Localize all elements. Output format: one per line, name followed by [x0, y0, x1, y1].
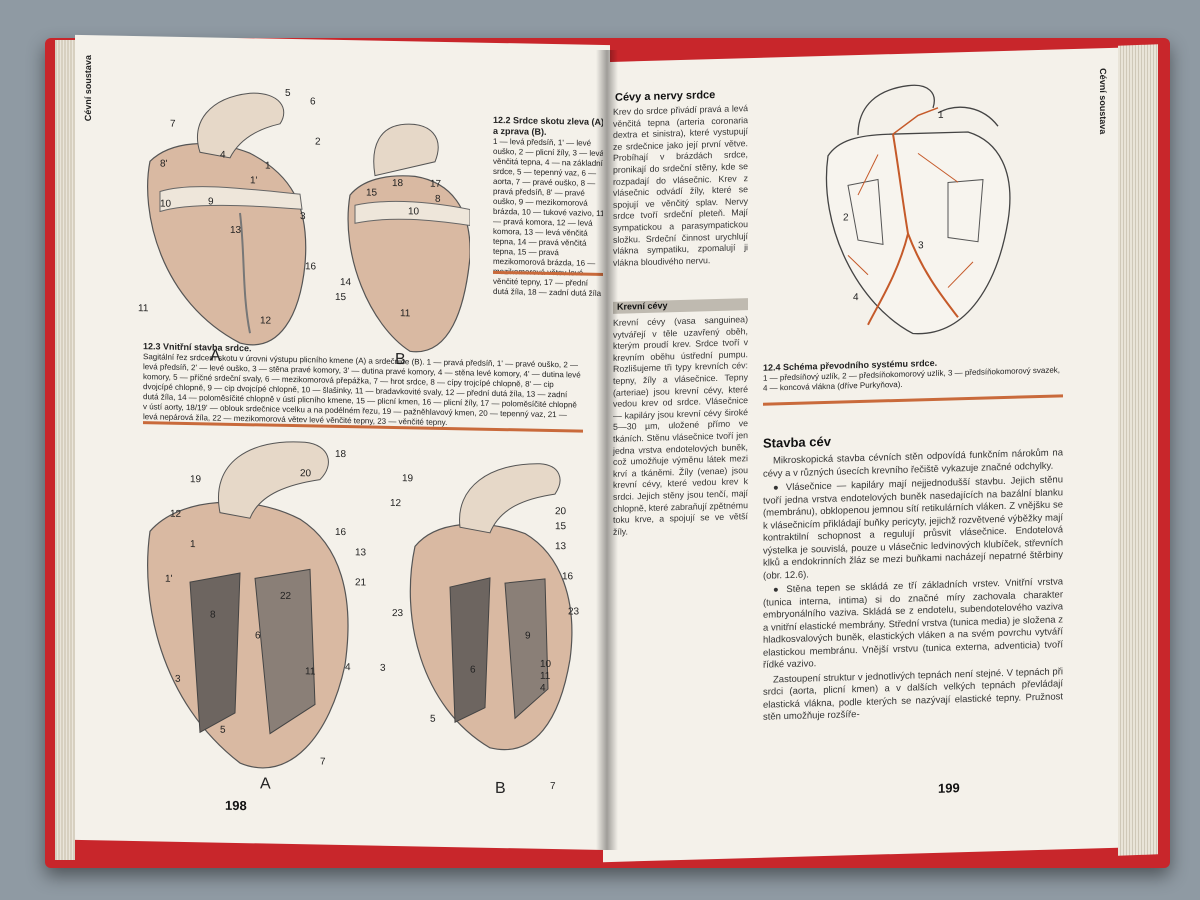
svg-text:5: 5	[285, 88, 291, 99]
svg-text:18: 18	[335, 449, 347, 460]
caption-12-3: 12.3 Vnitřní stavba srdce. Sagitální řez…	[143, 341, 583, 430]
svg-text:13: 13	[555, 541, 567, 552]
right-page: Cévní soustava Cévy a nervy srdce Krev d…	[603, 47, 1118, 863]
svg-text:4: 4	[220, 150, 226, 161]
svg-text:6: 6	[255, 630, 261, 641]
svg-text:15: 15	[555, 521, 567, 532]
svg-text:12: 12	[260, 315, 272, 326]
section-a-drawing: 18 20 19 12 1 1' 8 6 11 4 3 5 16 13 21 22 7 A	[147, 441, 367, 793]
svg-text:3: 3	[380, 663, 386, 674]
svg-text:3: 3	[918, 240, 924, 251]
col1-paragraph-1: Krev do srdce přivádí pravá a levá věnči…	[613, 103, 748, 268]
svg-text:2: 2	[843, 212, 849, 223]
svg-text:23: 23	[568, 606, 580, 617]
caption-12-4: 12.4 Schéma převodního systému srdce. 1 …	[763, 354, 1063, 393]
svg-text:11: 11	[540, 671, 551, 682]
svg-text:9: 9	[525, 631, 531, 642]
col2-paragraph-2: ● Vlásečnice — kapiláry mají nejjednoduš…	[763, 474, 1063, 582]
svg-text:12: 12	[170, 509, 182, 520]
svg-text:15: 15	[335, 292, 347, 303]
svg-text:14: 14	[340, 277, 352, 288]
caption-12-3-title: 12.3 Vnitřní stavba srdce.	[143, 341, 252, 354]
svg-text:20: 20	[300, 468, 312, 479]
svg-text:1: 1	[938, 110, 944, 121]
caption-12-3-text: Sagitální řez srdcem skotu v úrovni výst…	[143, 352, 581, 428]
side-tab-left: Cévní soustava	[83, 55, 93, 122]
svg-text:7: 7	[320, 757, 326, 768]
svg-text:19: 19	[190, 474, 202, 485]
side-tab-right: Cévní soustava	[1098, 68, 1108, 135]
caption-12-4-rule	[763, 394, 1063, 406]
svg-text:23: 23	[392, 608, 404, 619]
fig-12-2-label-b: B	[395, 351, 406, 367]
page-edges-right	[1118, 44, 1158, 856]
col2-paragraph-4: Zastoupení struktur v jednotlivých tepná…	[763, 665, 1063, 723]
page-number-right: 199	[938, 780, 960, 796]
svg-text:2: 2	[315, 136, 321, 147]
svg-text:19: 19	[402, 473, 414, 484]
caption-12-2-title: 12.2 Srdce skotu zleva (A) a zprava (B).	[493, 114, 605, 137]
page-edges-left	[55, 40, 75, 860]
fig-12-3-label-a: A	[260, 775, 271, 792]
heading-krevni-cevy: Krevní cévy	[617, 300, 668, 312]
heart-b-drawing: 2 18 17 8 15 14 15 11 10	[315, 123, 470, 353]
heart-a-drawing: 5 6 7 8' 4 1 1' 10 9 13 11 12 3 16	[138, 88, 317, 346]
svg-text:1: 1	[190, 539, 196, 550]
svg-text:8: 8	[435, 194, 441, 205]
svg-text:12: 12	[390, 498, 402, 509]
svg-text:16: 16	[305, 261, 317, 272]
svg-text:16: 16	[562, 571, 574, 582]
figure-12-2-hearts: 5 6 7 8' 4 1 1' 10 9 13 11 12 3 16 2 18 17 8 15 14…	[138, 88, 470, 367]
figure-12-4-conduction: 1 2 3 4	[825, 84, 1011, 335]
fig-12-3-label-b: B	[495, 780, 506, 797]
svg-text:10: 10	[160, 198, 172, 209]
svg-text:8: 8	[210, 609, 216, 620]
svg-text:20: 20	[555, 506, 567, 517]
svg-text:7: 7	[550, 781, 556, 792]
svg-text:10: 10	[408, 206, 420, 217]
svg-text:1': 1'	[250, 175, 258, 186]
svg-text:4: 4	[540, 683, 546, 694]
svg-text:15: 15	[366, 187, 378, 198]
svg-text:18: 18	[392, 178, 404, 189]
svg-text:3: 3	[175, 674, 181, 685]
book-gutter	[596, 50, 618, 850]
svg-text:11: 11	[400, 308, 411, 319]
col2-paragraph-3: ● Stěna tepen se skládá ze tří základníc…	[763, 576, 1063, 671]
svg-text:1: 1	[265, 161, 271, 172]
section-b-drawing: 19 12 23 3 6 9 20 15 13 16 23 10 114 5 7 B	[380, 463, 580, 797]
svg-text:4: 4	[345, 662, 351, 673]
svg-text:11: 11	[138, 303, 149, 314]
svg-text:5: 5	[220, 725, 226, 736]
fig-12-2-label-a: A	[210, 347, 221, 364]
svg-text:6: 6	[310, 96, 316, 107]
svg-text:5: 5	[430, 714, 436, 725]
svg-text:3: 3	[300, 211, 306, 222]
svg-text:21: 21	[355, 577, 367, 588]
svg-text:22: 22	[280, 591, 292, 602]
svg-text:13: 13	[355, 547, 367, 558]
svg-text:11: 11	[305, 666, 316, 677]
page-number-left: 198	[225, 797, 247, 814]
svg-text:9: 9	[208, 196, 214, 207]
svg-text:16: 16	[335, 527, 347, 538]
svg-text:10: 10	[540, 659, 552, 670]
svg-text:6: 6	[470, 664, 476, 675]
heading-stavba-cev: Stavba cév	[763, 433, 831, 451]
heading-cevy-a-nervy: Cévy a nervy srdce	[615, 89, 716, 104]
col2-text: Mikroskopická stavba cévních stěn odpoví…	[763, 447, 1063, 726]
svg-text:8': 8'	[160, 158, 168, 169]
svg-text:17: 17	[430, 179, 442, 190]
svg-text:13: 13	[230, 225, 242, 236]
svg-text:7: 7	[170, 119, 176, 130]
col1-paragraph-2: Krevní cévy (vasa sanguinea) vytvářejí v…	[613, 314, 748, 537]
svg-text:4: 4	[853, 292, 859, 303]
svg-text:1': 1'	[165, 574, 173, 585]
